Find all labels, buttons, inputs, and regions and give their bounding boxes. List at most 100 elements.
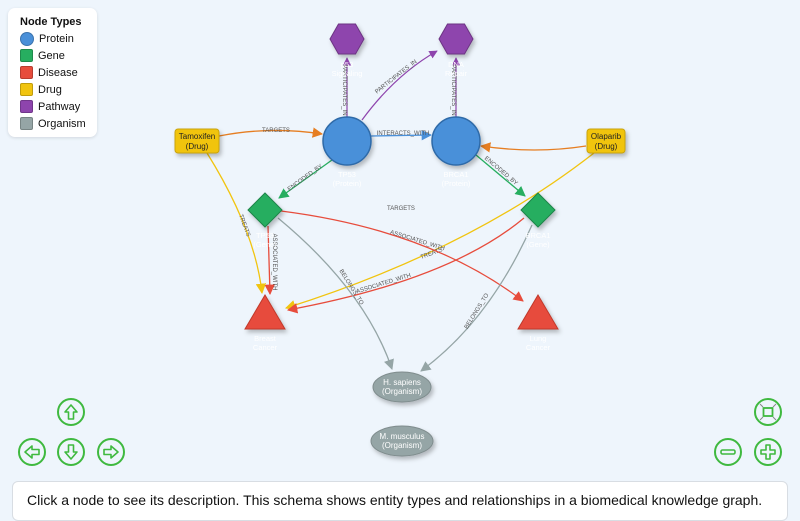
pathway-hexagon[interactable] [438, 23, 474, 55]
node-label: (Organism) [382, 441, 422, 450]
edge-label-belongs-to: BELONGS_TO [464, 292, 491, 330]
drug-box[interactable] [174, 128, 220, 154]
gene-diamond[interactable] [247, 192, 283, 228]
organism-ellipse[interactable] [370, 425, 434, 457]
edge-interacts-with[interactable] [370, 129, 433, 141]
edge-brca1-encoded-by[interactable] [475, 154, 526, 197]
node-p53-signaling[interactable]: p53 Signaling [329, 23, 365, 78]
node-h-sapiens[interactable]: H. sapiens (Organism) [372, 371, 432, 403]
edge-label-encoded-by: ENCODED_BY [287, 164, 324, 193]
organism-ellipse[interactable] [372, 371, 432, 403]
legend-item-organism: Organism [20, 115, 97, 132]
node-olaparib[interactable]: Olaparib (Drug) [586, 128, 626, 154]
legend-item-protein: Protein [20, 30, 97, 47]
node-tp53-protein[interactable]: TP53 (Protein) [322, 116, 372, 188]
disease-triangle[interactable] [517, 294, 559, 330]
legend-panel: Node Types Protein Gene Disease Drug Pat… [8, 8, 97, 137]
edge-tp53-assoc-breast[interactable] [264, 225, 275, 296]
zoom-in-button[interactable] [754, 438, 782, 466]
protein-circle[interactable] [322, 116, 372, 166]
pan-up-button[interactable] [57, 398, 85, 426]
pan-down-button[interactable] [57, 438, 85, 466]
edge-label-associated-with: ASSOCIATED_WITH [271, 234, 277, 291]
edge-olaparib-treats-breast[interactable] [285, 152, 595, 311]
legend-item-drug: Drug [20, 81, 97, 98]
edge-label-associated-with: ASSOCIATED_WITH [389, 230, 445, 252]
legend-item-disease: Disease [20, 64, 97, 81]
edge-tamoxifen-treats-breast[interactable] [206, 152, 267, 295]
protein-circle[interactable] [431, 116, 481, 166]
node-label: Lung [530, 334, 547, 343]
legend-item-pathway: Pathway [20, 98, 97, 115]
pan-right-button[interactable] [97, 438, 125, 466]
edge-label-associated-with: ASSOCIATED_WITH [356, 273, 412, 295]
node-label: Tamoxifen [179, 132, 215, 141]
edge-label-participates-in: PARTICIPATES_IN [374, 59, 418, 95]
legend-item-label: Organism [38, 117, 86, 130]
knowledge-graph-canvas[interactable]: PARTICIPATES_IN PARTICIPATES_IN PARTICIP… [0, 0, 800, 500]
disease-swatch-icon [20, 66, 33, 79]
edge-label-participates-in: PARTICIPATES_IN [450, 64, 456, 115]
node-label: (Gene) [253, 240, 277, 249]
drug-swatch-icon [20, 83, 33, 96]
edge-brca1-belongs-to[interactable] [420, 224, 533, 372]
organism-swatch-icon [20, 117, 33, 130]
node-dna-repair[interactable]: DNA Repair [438, 23, 474, 78]
node-label: BRCA1 [443, 170, 468, 179]
node-label: Repair [445, 69, 468, 78]
edge-label-targets: TARGETS [387, 206, 415, 212]
node-label: Cancer [253, 343, 278, 352]
pan-left-button[interactable] [18, 438, 46, 466]
node-label: M. musculus [380, 432, 425, 441]
edge-label-treats: TREATS [237, 214, 251, 238]
edge-label-encoded-by: ENCODED_BY [483, 156, 519, 187]
edge-tp53-belongs-to[interactable] [277, 217, 394, 370]
legend-item-label: Disease [38, 66, 78, 79]
zoom-out-button[interactable] [714, 438, 742, 466]
edge-tamoxifen-targets-tp53[interactable] [218, 127, 324, 138]
node-label: p53 [341, 60, 354, 69]
node-label: DNA [448, 60, 464, 69]
legend-item-label: Protein [39, 32, 74, 45]
pathway-swatch-icon [20, 100, 33, 113]
edge-label-targets: TARGETS [262, 128, 290, 134]
node-label: Cancer [526, 343, 551, 352]
arrow-left-icon [24, 445, 40, 459]
node-label: (Protein) [333, 179, 362, 188]
legend-item-label: Drug [38, 83, 62, 96]
pathway-hexagon[interactable] [329, 23, 365, 55]
node-label: Breast [254, 334, 277, 343]
edge-tp53-participates-dna[interactable] [361, 50, 438, 121]
edge-tp53-encoded-by[interactable] [278, 159, 333, 199]
node-brca1-protein[interactable]: BRCA1 (Protein) [431, 116, 481, 188]
legend-item-label: Pathway [38, 100, 81, 113]
edge-olaparib-targets-brca1[interactable] [479, 142, 587, 153]
arrow-up-icon [64, 404, 78, 420]
node-label: (Drug) [595, 142, 618, 151]
plus-icon [760, 444, 776, 460]
arrow-right-icon [103, 445, 119, 459]
node-tamoxifen[interactable]: Tamoxifen (Drug) [174, 128, 220, 154]
disease-triangle[interactable] [244, 294, 286, 330]
node-brca1-gene[interactable]: BRCA1 (Gene) [520, 192, 556, 249]
fit-to-view-icon [759, 403, 777, 421]
node-lung-cancer[interactable]: Lung Cancer [517, 294, 559, 352]
arrow-down-icon [64, 444, 78, 460]
description-text: Click a node to see its description. Thi… [27, 492, 763, 508]
edge-brca1-assoc-breast[interactable] [286, 217, 525, 314]
node-label: TP53 [256, 231, 274, 240]
node-tp53-gene[interactable]: TP53 (Gene) [247, 192, 283, 249]
fit-view-button[interactable] [754, 398, 782, 426]
edge-tp53-assoc-lung[interactable] [280, 210, 524, 302]
drug-box[interactable] [586, 128, 626, 154]
nodes: p53 Signaling DNA Repair TP53 (Protein) … [174, 23, 626, 457]
edge-label-participates-in: PARTICIPATES_IN [341, 64, 347, 115]
node-m-musculus[interactable]: M. musculus (Organism) [370, 425, 434, 457]
node-label: BRCA1 [525, 231, 550, 240]
node-breast-cancer[interactable]: Breast Cancer [244, 294, 286, 352]
node-label: (Gene) [526, 240, 550, 249]
gene-diamond[interactable] [520, 192, 556, 228]
node-label: Olaparib [591, 132, 622, 141]
legend-item-gene: Gene [20, 47, 97, 64]
node-label: TP53 [338, 170, 356, 179]
